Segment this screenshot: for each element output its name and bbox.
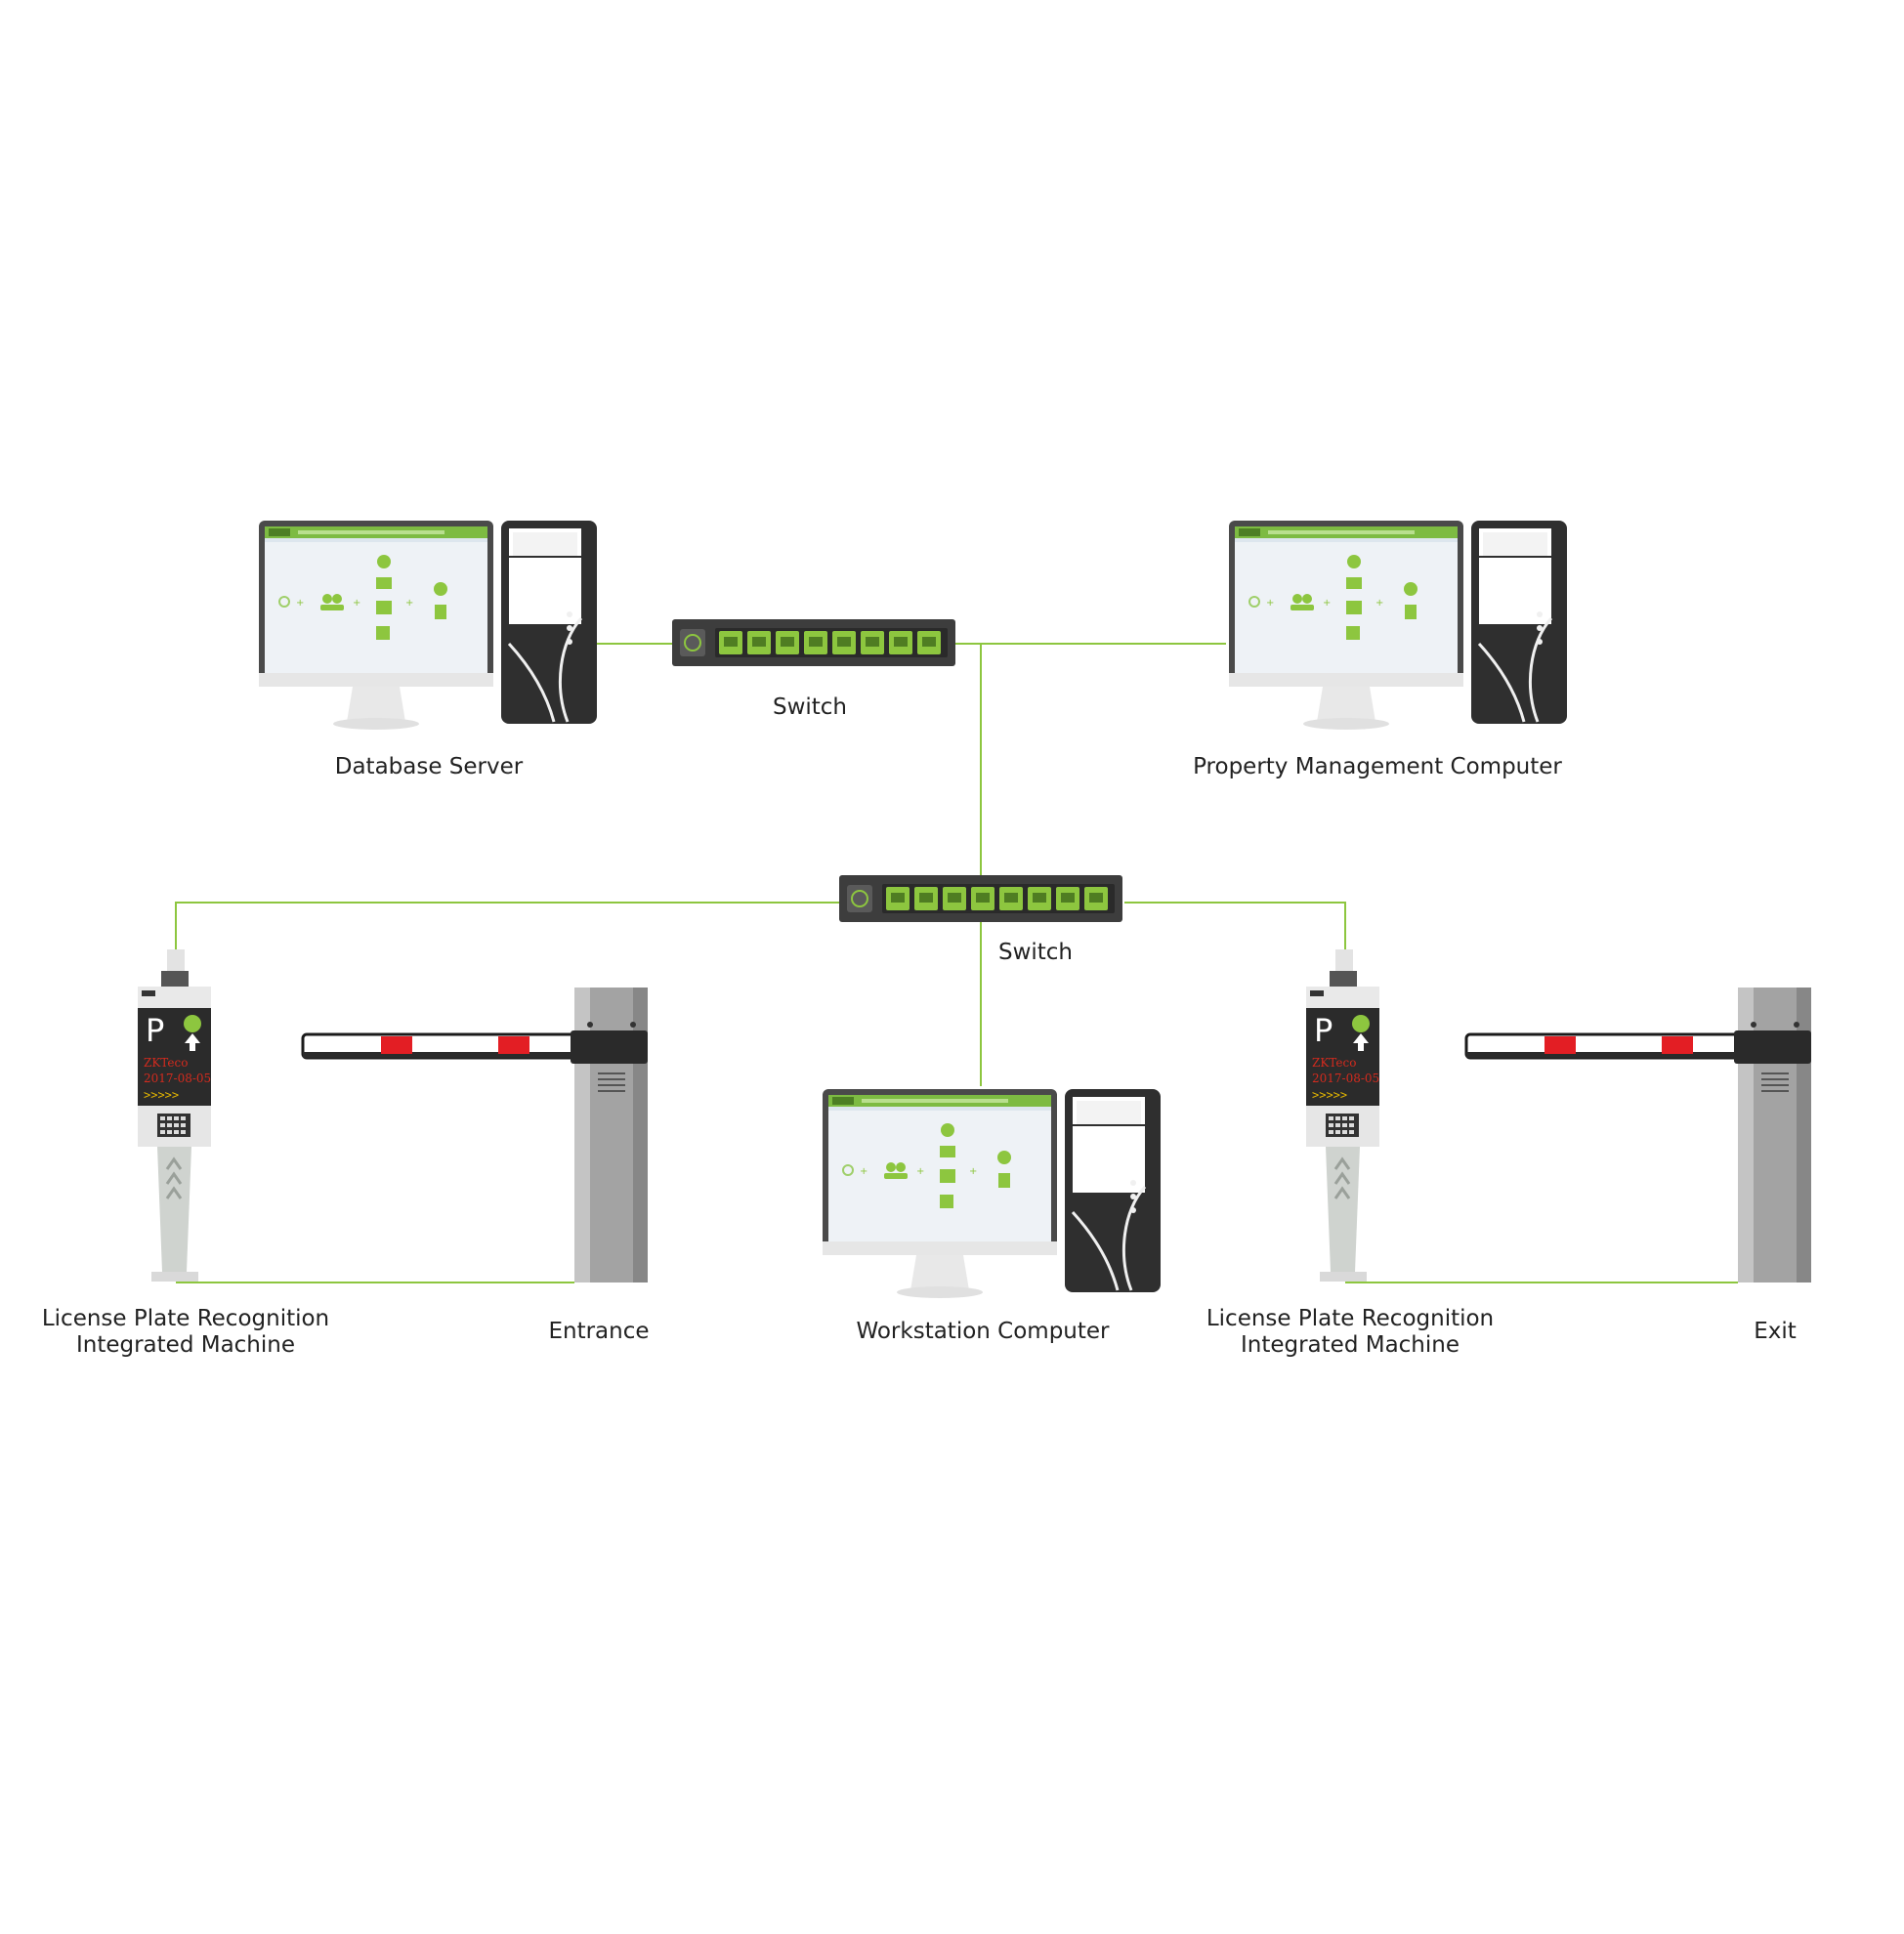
lpr-left-label-line2: Integrated Machine — [76, 1332, 295, 1358]
exit-label: Exit — [1754, 1319, 1797, 1344]
entrance-barrier: Entrance — [301, 986, 650, 1344]
desktop-computer-icon — [257, 519, 599, 732]
switch-bottom: Switch — [838, 874, 1123, 965]
svg-text:ZKTeco: ZKTeco — [144, 1056, 188, 1070]
network-switch-icon — [838, 874, 1123, 923]
property-management-computer-label: Property Management Computer — [1193, 754, 1562, 779]
link-switch-to-lpr-left — [175, 902, 839, 949]
exit-barrier: Exit — [1464, 986, 1813, 1344]
svg-text:>>>>>: >>>>> — [1312, 1088, 1347, 1102]
desktop-computer-icon — [1227, 519, 1569, 732]
workstation-computer-label: Workstation Computer — [856, 1319, 1110, 1344]
svg-text:2017-08-05: 2017-08-05 — [1312, 1072, 1379, 1085]
desktop-computer-icon — [821, 1087, 1163, 1300]
database-server: Database Server — [257, 519, 599, 779]
switch-bottom-label: Switch — [998, 940, 1073, 965]
lpr-terminal-icon: P ZKTeco 2017-08-05 >>>>> — [138, 949, 211, 1282]
lpr-right-label-line1: License Plate Recognition — [1206, 1306, 1494, 1331]
connection-lines — [175, 643, 1738, 1283]
barrier-gate-icon — [1464, 986, 1813, 1284]
lpr-machine-left: P ZKTeco 2017-08-05 >>>>> License Plate … — [42, 949, 329, 1358]
network-switch-icon — [671, 618, 956, 667]
lpr-left-label-line1: License Plate Recognition — [42, 1306, 329, 1331]
lpr-right-label-line2: Integrated Machine — [1241, 1332, 1460, 1358]
link-switch-to-lpr-right — [1124, 902, 1346, 949]
entrance-label: Entrance — [548, 1319, 649, 1344]
svg-text:ZKTeco: ZKTeco — [1312, 1056, 1356, 1070]
svg-text:P: P — [1314, 1012, 1333, 1049]
property-management-computer: Property Management Computer — [1193, 519, 1569, 779]
database-server-label: Database Server — [335, 754, 524, 779]
svg-text:2017-08-05: 2017-08-05 — [144, 1072, 211, 1085]
switch-top: Switch — [671, 618, 956, 720]
switch-top-label: Switch — [773, 694, 847, 720]
lpr-terminal-icon: P ZKTeco 2017-08-05 >>>>> — [1306, 949, 1379, 1282]
svg-text:P: P — [146, 1012, 164, 1049]
workstation-computer: Workstation Computer — [821, 1087, 1163, 1344]
barrier-gate-icon — [301, 986, 650, 1284]
svg-text:>>>>>: >>>>> — [144, 1088, 179, 1102]
lpr-machine-right: P ZKTeco 2017-08-05 >>>>> License Plate … — [1206, 949, 1494, 1358]
